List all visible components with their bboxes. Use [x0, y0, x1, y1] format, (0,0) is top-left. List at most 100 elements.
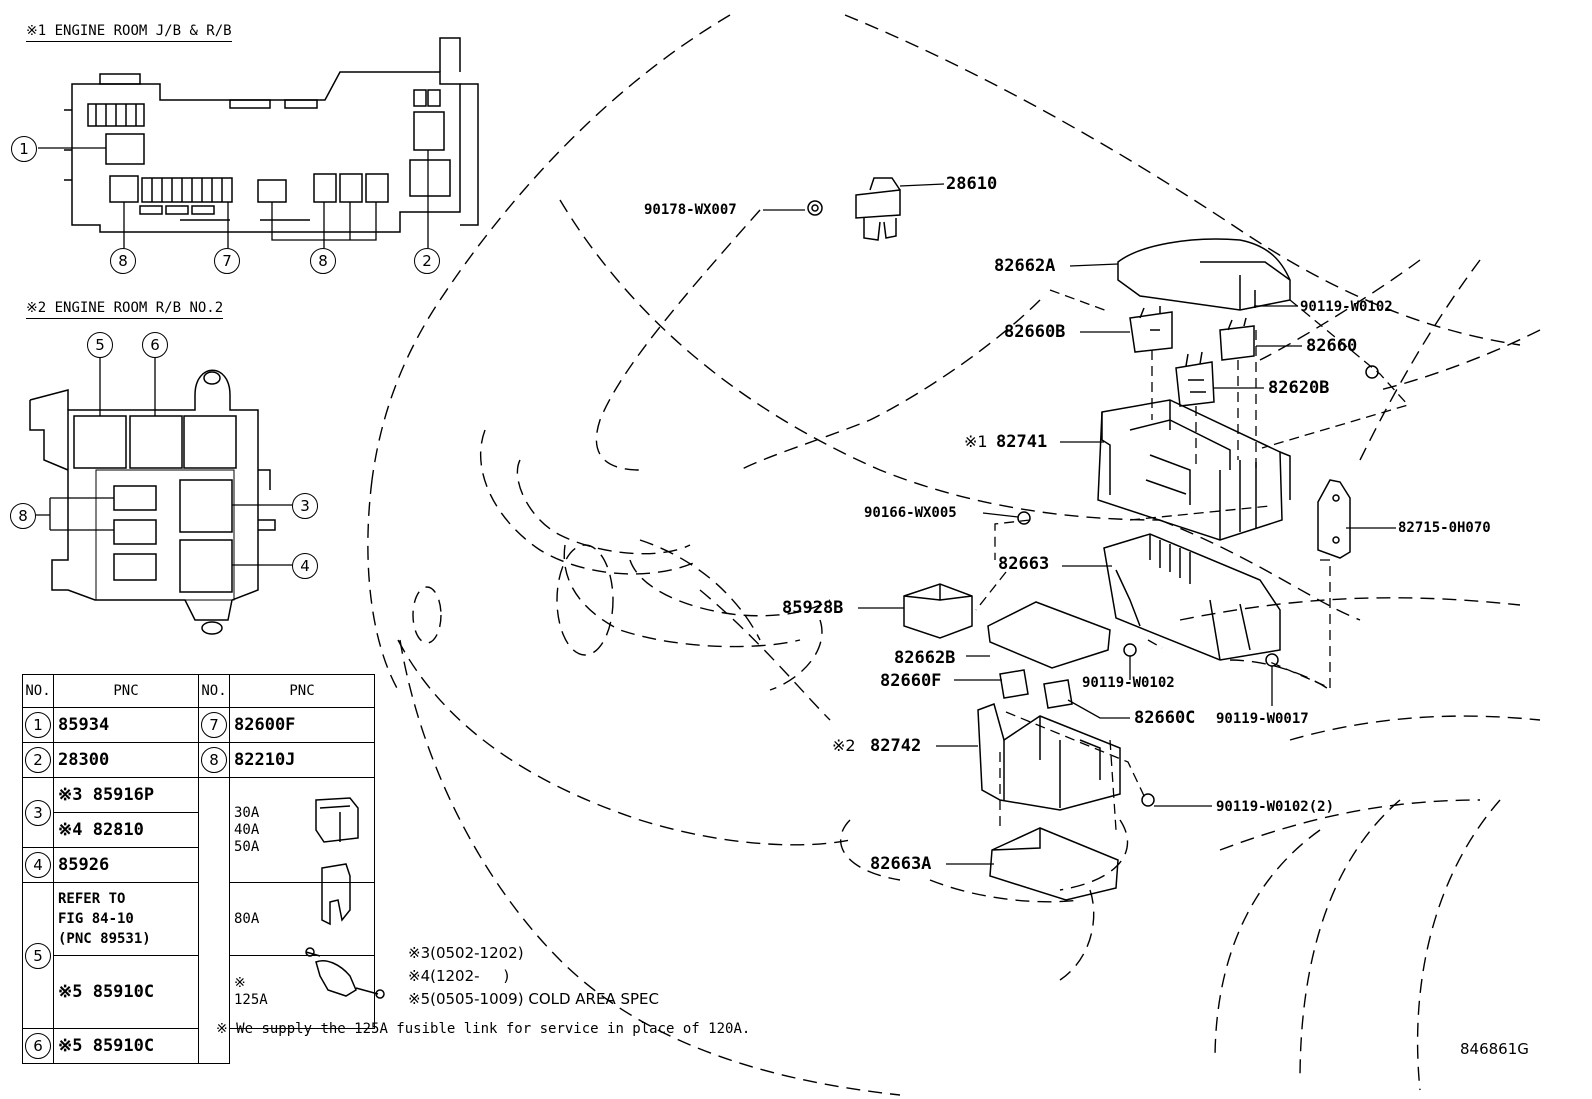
lower-case-82663 [1103, 533, 1281, 661]
callout-1: 1 [11, 136, 37, 162]
callout-8: 8 [10, 503, 36, 529]
callout-6: 6 [142, 332, 168, 358]
amp-label: 30A [234, 804, 260, 821]
junction-block-82741 [1097, 399, 1291, 541]
case-82663A [989, 827, 1119, 901]
note-3: ※3(0502-1202) [408, 944, 524, 962]
table-cell-no: 8 [198, 742, 230, 778]
relay-82660B [1129, 306, 1173, 353]
table-cell-blank [198, 777, 230, 1064]
figure-id: 846861G [1460, 1040, 1529, 1058]
refer-line: (PNC 89531) [58, 931, 151, 947]
alignment-lines [975, 289, 1410, 832]
table-cell-no: 3 [22, 777, 54, 848]
part-label-28610: 28610 [946, 174, 998, 194]
table-cell-pnc: ※5 85910C [53, 955, 199, 1029]
table-cell-no: 7 [198, 707, 230, 743]
relay-82660 [1219, 317, 1255, 361]
engine-room-jb-illustration [64, 37, 479, 233]
amp-mark: ※ [234, 975, 246, 991]
note-supply: ※ We supply the 125A fusible link for se… [216, 1021, 751, 1037]
part-label-82663A: 82663A [870, 854, 932, 874]
fuse-cell-125a: ※125A [229, 955, 375, 1029]
cover-82662B [987, 601, 1111, 669]
part-label-90119-w0102-a: 90119-W0102 [1300, 299, 1393, 315]
part-label-90119-w0102-b: 90119-W0102 [1082, 675, 1175, 691]
part-label-82663: 82663 [998, 554, 1050, 574]
table-header-no: NO. [22, 674, 54, 708]
table-cell-pnc: 85934 [53, 707, 199, 743]
bolt-90166 [1017, 511, 1031, 525]
refer-line: FIG 84-10 [58, 911, 134, 927]
part-label-82660C: 82660C [1134, 708, 1196, 728]
part-label-82741: 82741 [996, 432, 1048, 452]
part-label-82662B: 82662B [894, 648, 956, 668]
relay-82660C [1043, 679, 1073, 709]
table-cell-no: 5 [22, 882, 54, 1029]
relay-82660F [999, 669, 1029, 699]
fuse-cell-80a: 80A [229, 882, 375, 956]
callout-3: 3 [292, 493, 318, 519]
section1-leaders [38, 147, 429, 248]
table-cell-pnc: 82600F [229, 707, 375, 743]
part-label-90119-w0102-2: 90119-W0102(2) [1216, 799, 1335, 815]
bolt-90119d [1141, 793, 1155, 807]
table-header-pnc: PNC [53, 674, 199, 708]
pnc-table: NO. PNC NO. PNC 1 85934 7 82600F 2 28300… [22, 674, 375, 1064]
part-label-90166-wx005: 90166-WX005 [864, 505, 957, 521]
engine-room-rb2-illustration [29, 369, 276, 635]
table-header-no: NO. [198, 674, 230, 708]
note-5: ※5(0505-1009) COLD AREA SPEC [408, 990, 660, 1008]
bracket-82715 [1317, 479, 1351, 559]
table-cell-pnc-refer: REFER TO FIG 84-10 (PNC 89531) [53, 882, 199, 956]
part-label-82662A: 82662A [994, 256, 1056, 276]
part-label-82660F: 82660F [880, 671, 942, 691]
section1-title: ※1 ENGINE ROOM J/B & R/B [26, 23, 232, 42]
table-cell-no: 1 [22, 707, 54, 743]
section2-leaders [36, 356, 292, 566]
amp-label: 50A [234, 838, 260, 855]
callout-5: 5 [87, 332, 113, 358]
callout-2: 2 [414, 248, 440, 274]
part-label-82742: 82742 [870, 736, 922, 756]
vehicle-outline [367, 14, 1541, 1096]
refer-line: REFER TO [58, 891, 126, 907]
bolt-90119b [1123, 643, 1137, 657]
part-label-90119-w0017: 90119-W0017 [1216, 711, 1309, 727]
relay-28610 [855, 177, 901, 241]
table-cell-pnc: 85926 [53, 847, 199, 883]
table-cell-pnc: ※5 85910C [53, 1028, 199, 1064]
table-cell-no: 2 [22, 742, 54, 778]
table-cell-no: 4 [22, 847, 54, 883]
callout-8: 8 [110, 248, 136, 274]
cover-82662A [1117, 238, 1291, 311]
part-label-85928B: 85928B [782, 598, 844, 618]
table-cell-pnc: 28300 [53, 742, 199, 778]
part-label-90178-wx007: 90178-WX007 [644, 202, 737, 218]
callout-7: 7 [214, 248, 240, 274]
table-cell-pnc: ※3 85916P [53, 777, 199, 813]
callout-4: 4 [292, 553, 318, 579]
relay-85928B [903, 583, 973, 639]
section2-title: ※2 ENGINE ROOM R/B NO.2 [26, 300, 224, 319]
note-4: ※4(1202- ) [408, 967, 510, 985]
part-leaders [763, 183, 1396, 865]
part-label-82620B: 82620B [1268, 378, 1330, 398]
amp-label: 125A [234, 992, 268, 1008]
relay-82620B [1175, 351, 1215, 407]
table-cell-no: 6 [22, 1028, 54, 1064]
part-label-82660B: 82660B [1004, 322, 1066, 342]
part-mark-82741: ※1 [964, 432, 988, 451]
part-label-82715-0h070: 82715-0H070 [1398, 520, 1491, 536]
part-mark-82742: ※2 [832, 736, 856, 755]
callout-8: 8 [310, 248, 336, 274]
table-cell-pnc: 82210J [229, 742, 375, 778]
bolt-90178 [807, 200, 823, 216]
table-header-pnc: PNC [229, 674, 375, 708]
bolt-90119a [1365, 365, 1379, 379]
relay-block-82742 [977, 703, 1121, 811]
table-cell-pnc: ※4 82810 [53, 812, 199, 848]
part-label-82660: 82660 [1306, 336, 1358, 356]
